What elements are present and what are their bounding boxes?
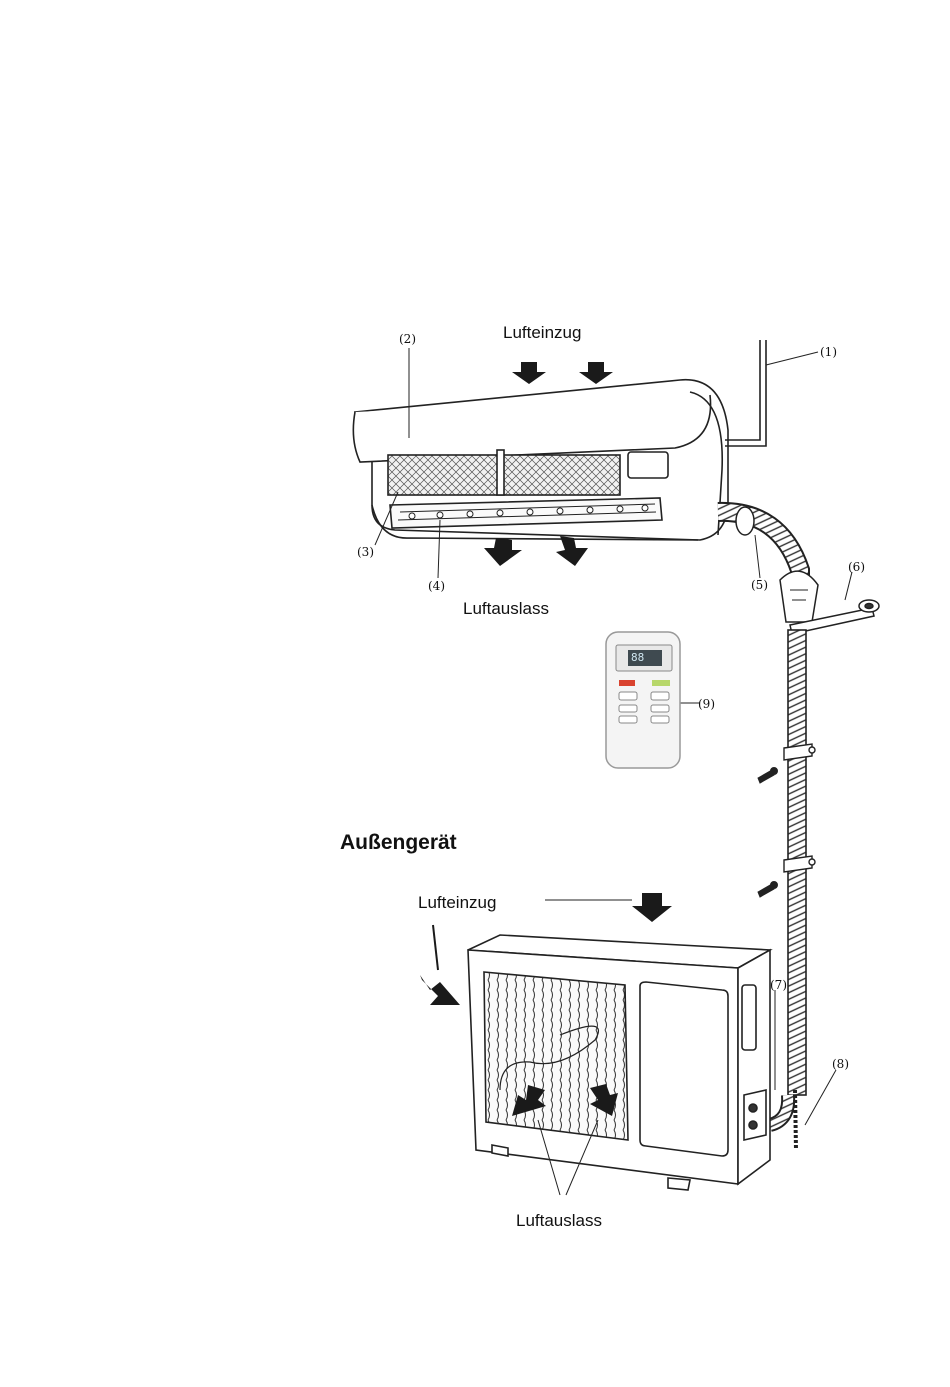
indoor-unit xyxy=(353,380,728,540)
indoor-air-in-label: Lufteinzug xyxy=(503,323,581,343)
remote-display-text: 88 xyxy=(631,651,644,664)
callout-7: (7) xyxy=(770,978,787,992)
callout-8: (8) xyxy=(832,1057,849,1071)
callout-2: (2) xyxy=(399,332,416,346)
indoor-air-out-label: Luftauslass xyxy=(463,599,549,619)
outdoor-heading: Außengerät xyxy=(340,831,457,855)
outdoor-unit xyxy=(468,935,770,1190)
vertical-hose xyxy=(770,630,815,1150)
screws xyxy=(758,768,778,898)
wall-pipe xyxy=(725,340,766,446)
indoor-air-out-arrows xyxy=(484,536,588,566)
callout-9: (9) xyxy=(698,697,715,711)
pipe-bundle xyxy=(718,507,818,622)
outdoor-air-in-label: Lufteinzug xyxy=(418,893,496,913)
indoor-air-in-arrows xyxy=(512,362,613,384)
callout-6: (6) xyxy=(848,560,865,574)
outdoor-air-out-label: Luftauslass xyxy=(516,1211,602,1231)
callout-5: (5) xyxy=(751,578,768,592)
callout-4: (4) xyxy=(428,579,445,593)
callout-3: (3) xyxy=(357,545,374,559)
callout-1: (1) xyxy=(820,345,837,359)
